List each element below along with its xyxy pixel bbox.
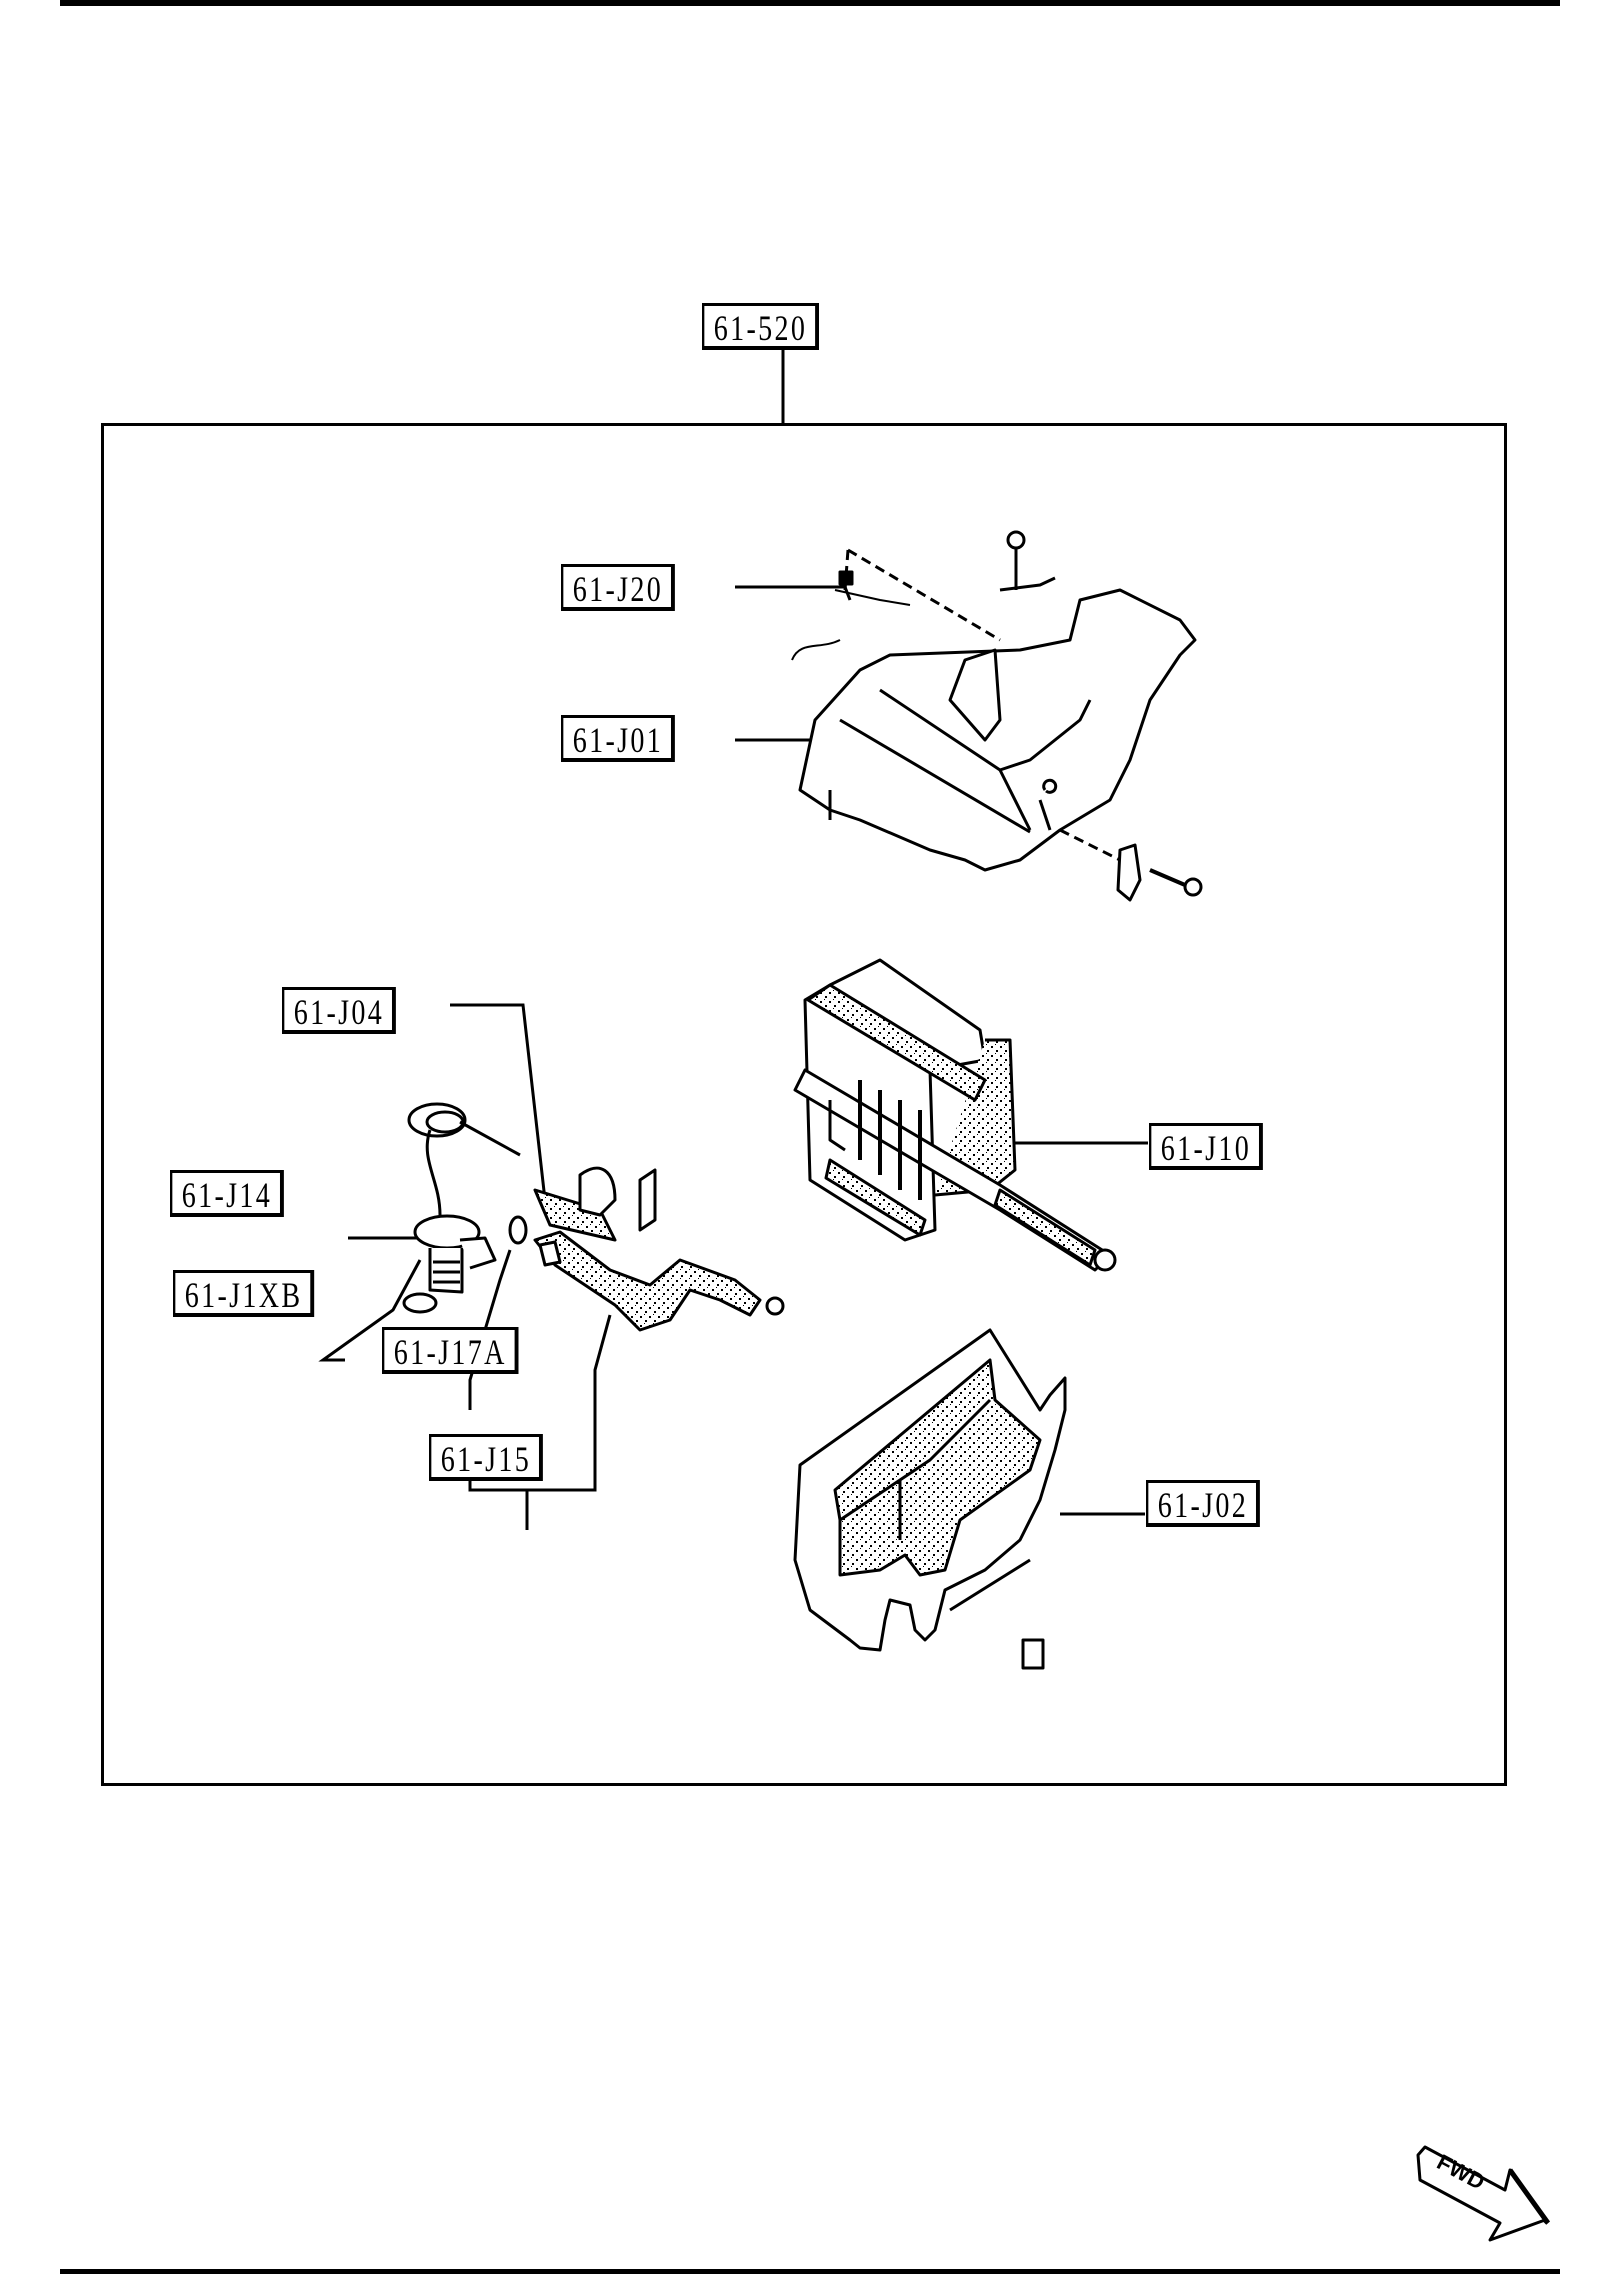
label-61-J1XB[interactable]: 61-J1XB (173, 1270, 315, 1317)
leader-61-J20 (735, 585, 852, 601)
label-61-J01[interactable]: 61-J01 (561, 715, 675, 762)
evaporator-core-part (793, 958, 1117, 1272)
assembly-frame (101, 423, 1507, 1786)
label-61-520[interactable]: 61-520 (702, 303, 819, 350)
fwd-arrow-icon: FWD (1416, 2145, 1551, 2242)
label-61-J04[interactable]: 61-J04 (282, 987, 396, 1034)
label-61-J15[interactable]: 61-J15 (429, 1434, 543, 1481)
upper-case-part (791, 530, 1203, 902)
label-61-J10[interactable]: 61-J10 (1149, 1123, 1263, 1170)
lower-case-part (793, 1328, 1067, 1670)
label-61-J17A[interactable]: 61-J17A (382, 1327, 519, 1374)
leader-61-J1XB (318, 1259, 422, 1362)
label-61-J14[interactable]: 61-J14 (170, 1170, 284, 1217)
leader-61-J04 (450, 1003, 547, 1201)
valve-and-pipe-parts (402, 1102, 785, 1332)
top-border-rule (60, 0, 1560, 6)
bottom-border-rule (60, 2269, 1560, 2274)
label-61-J20[interactable]: 61-J20 (561, 564, 675, 611)
label-61-J02[interactable]: 61-J02 (1146, 1480, 1260, 1527)
